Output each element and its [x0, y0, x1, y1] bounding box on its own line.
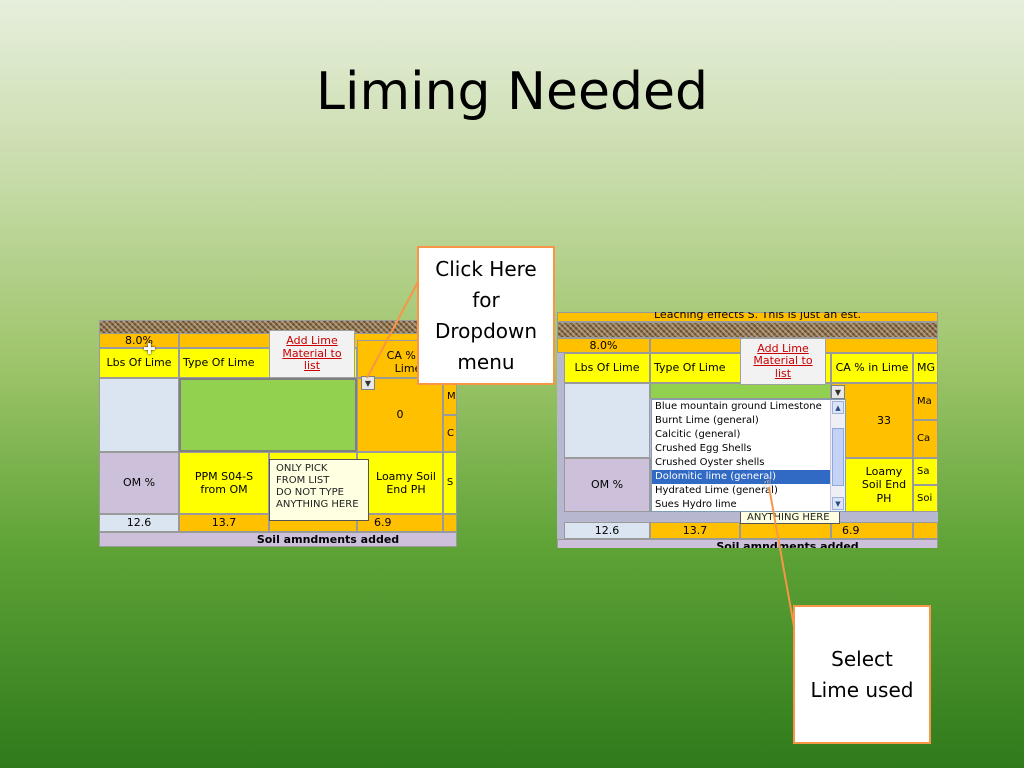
- ca-percent-header: CA % in Lime: [831, 353, 913, 383]
- soil-amendments-footer: Soil amndments added: [557, 539, 938, 548]
- lime-type-dropdown-list[interactable]: Blue mountain ground Limestone Burnt Lim…: [651, 399, 846, 512]
- dropdown-option[interactable]: Sues Hydro lime: [655, 499, 737, 510]
- slide-title: Liming Needed: [316, 62, 708, 122]
- lbs-of-lime-cell: [564, 383, 650, 458]
- chevron-down-icon: ▼: [364, 378, 372, 388]
- partial-c-cell: C: [443, 415, 457, 452]
- dropdown-option[interactable]: Calcitic (general): [655, 429, 741, 440]
- dropdown-hint-callout: Click Here for Dropdown menu: [417, 246, 555, 385]
- dropdown-option[interactable]: Burnt Lime (general): [655, 415, 759, 426]
- chevron-down-icon: ▼: [835, 499, 841, 508]
- dropdown-option[interactable]: Crushed Oyster shells: [655, 457, 765, 468]
- dropdown-option[interactable]: Blue mountain ground Limestone: [655, 401, 822, 412]
- tooltip-line: DO NOT TYPE: [276, 487, 344, 498]
- ppm-s04-label: PPM S04-S from OM: [179, 452, 269, 514]
- ca-percent-value: 0: [357, 378, 443, 452]
- partial-ma-cell: Ma: [913, 383, 938, 420]
- type-of-lime-input[interactable]: [179, 378, 357, 452]
- add-lime-button[interactable]: Add Lime Material to list: [269, 330, 355, 378]
- left-spreadsheet-screenshot: 8.0% Lbs Of Lime Type Of Lime CA % in Li…: [99, 320, 457, 547]
- dropdown-option[interactable]: Crushed Egg Shells: [655, 443, 752, 454]
- chevron-down-icon: ▼: [834, 387, 842, 397]
- scroll-down-button[interactable]: ▼: [832, 497, 844, 510]
- dropdown-hint-connector: [366, 277, 421, 379]
- partial-value-cell: [443, 514, 457, 532]
- partial-value-cell: [913, 522, 938, 539]
- select-hint-connector: [768, 486, 796, 633]
- partial-ca-cell: Ca: [913, 420, 938, 458]
- mg-header-partial: MG: [913, 353, 938, 383]
- lbs-of-lime-cell: [99, 378, 179, 452]
- percent-cell: 8.0%: [557, 338, 650, 353]
- cursor-crosshair-icon: ✚: [143, 340, 156, 358]
- scroll-up-button[interactable]: ▲: [832, 401, 844, 414]
- input-tooltip: ONLY PICK FROM LIST DO NOT TYPE ANYTHING…: [269, 459, 369, 521]
- ph-value: 6.9: [831, 522, 913, 539]
- tooltip-line: FROM LIST: [276, 475, 330, 486]
- om-percent-value: 12.6: [99, 514, 179, 532]
- hand-pointer-icon: ☝: [763, 474, 773, 492]
- dropdown-option[interactable]: Hydrated Lime (general): [655, 485, 778, 496]
- dropdown-arrow-button[interactable]: ▼: [831, 385, 845, 399]
- partial-m-cell: M: [443, 378, 457, 415]
- partial-s-cell: S: [443, 452, 457, 514]
- partial-so-cell: Soi: [913, 485, 938, 512]
- om-percent-label: OM %: [564, 458, 650, 512]
- chevron-up-icon: ▲: [835, 403, 841, 412]
- ppm-value: 13.7: [650, 522, 740, 539]
- soil-amendments-footer: Soil amndments added: [99, 532, 457, 547]
- right-spreadsheet-screenshot: Leaching effects S. This is just an est.…: [557, 312, 938, 548]
- lbs-of-lime-header: Lbs Of Lime: [99, 348, 179, 378]
- lbs-of-lime-header: Lbs Of Lime: [564, 353, 650, 383]
- percent-cell: 8.0%: [99, 333, 179, 348]
- loamy-soil-label: Loamy Soil End PH: [357, 452, 443, 514]
- dropdown-scrollbar[interactable]: ▲ ▼: [830, 400, 845, 511]
- select-hint-text: Select Lime used: [810, 646, 914, 702]
- dropdown-option-selected[interactable]: Dolomitic lime (general): [652, 470, 845, 484]
- select-lime-callout: Select Lime used: [793, 605, 931, 744]
- om-percent-value: 12.6: [564, 522, 650, 539]
- om-percent-label: OM %: [99, 452, 179, 514]
- partial-sa-cell: Sa: [913, 458, 938, 485]
- tooltip-line: ONLY PICK: [276, 463, 328, 474]
- scroll-thumb[interactable]: [832, 428, 844, 486]
- tooltip-line: ANYTHING HERE: [276, 499, 359, 510]
- add-lime-button[interactable]: Add Lime Material to list: [740, 338, 826, 385]
- dropdown-hint-text: Click Here for Dropdown menu: [434, 256, 538, 374]
- ppm-value: 13.7: [179, 514, 269, 532]
- leaching-note-bar: Leaching effects S. This is just an est.: [557, 312, 938, 322]
- ph-value: 6.9: [357, 514, 443, 532]
- hatched-header-bar: [557, 322, 938, 338]
